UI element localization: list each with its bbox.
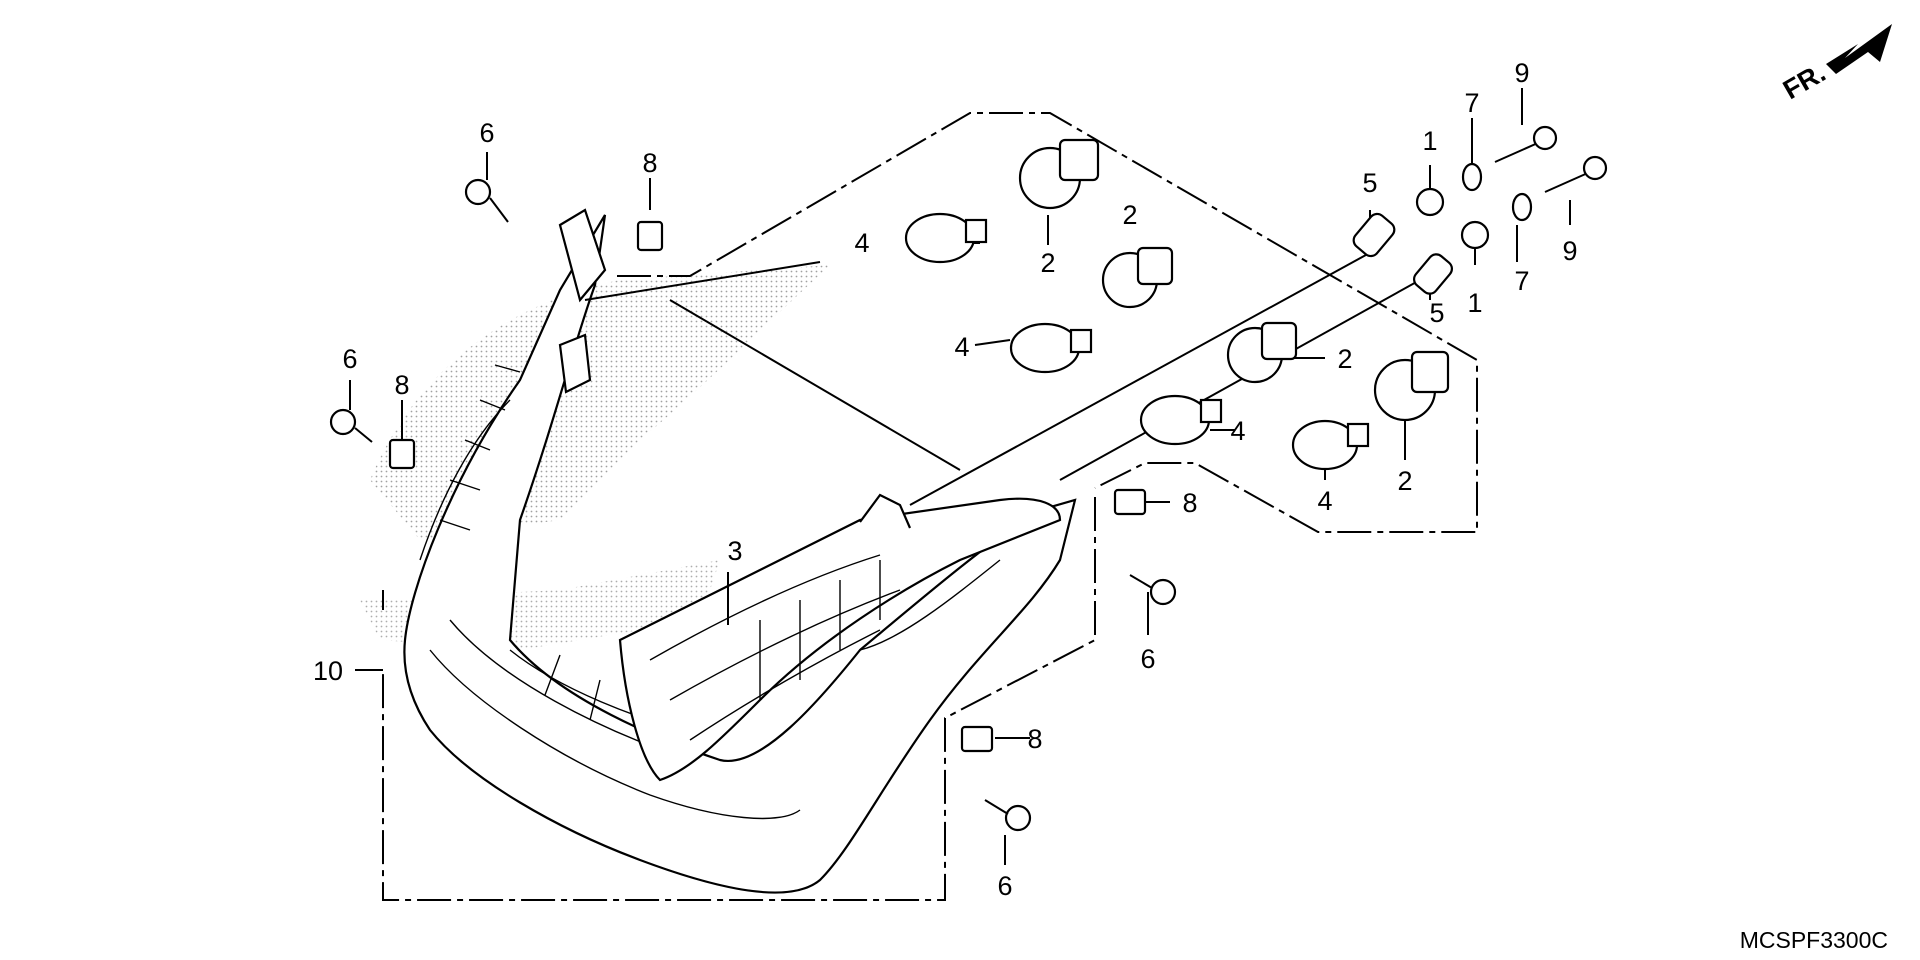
diagram-code: MCSPF3300C (1740, 927, 1888, 953)
socket-top (1018, 138, 1100, 210)
callout-8: 8 (642, 148, 657, 178)
callout-2: 2 (1040, 248, 1055, 278)
callout-10: 10 (313, 656, 343, 686)
screw-a (1494, 125, 1558, 163)
direction-label: FR. (1778, 57, 1831, 105)
clip-bottom (960, 725, 994, 753)
callout-5: 5 (1362, 168, 1377, 198)
bulb-right-b (1291, 419, 1370, 471)
callout-6: 6 (342, 344, 357, 374)
callout-2: 2 (1397, 466, 1412, 496)
left-mount-stay (558, 208, 607, 394)
grommet-a (1352, 212, 1396, 258)
callout-4: 4 (1230, 416, 1245, 446)
callout-1: 1 (1422, 126, 1437, 156)
washer-b (1511, 192, 1533, 222)
socket-right-b (1373, 350, 1450, 422)
front-direction-arrow-icon (1826, 24, 1892, 74)
grommet-b (1412, 253, 1454, 295)
socket-mid (1101, 246, 1174, 309)
group-outline-lower (382, 497, 1096, 901)
collar-b (1460, 220, 1490, 250)
callout-2: 2 (1337, 344, 1352, 374)
callout-2: 2 (1122, 200, 1137, 230)
bulb-top (904, 212, 988, 264)
callout-7: 7 (1464, 88, 1479, 118)
washer-a (1461, 162, 1483, 192)
lens-unit (618, 493, 1062, 782)
clip-top (636, 220, 664, 252)
callout-3: 3 (727, 536, 742, 566)
bolt-left (329, 408, 373, 443)
socket-right-a (1226, 321, 1298, 384)
callout-8: 8 (394, 370, 409, 400)
callout-8: 8 (1182, 488, 1197, 518)
clip-right (1113, 488, 1147, 516)
bolt-right (1129, 574, 1177, 606)
callout-4: 4 (854, 228, 869, 258)
group-outline-upper (617, 112, 1478, 533)
collar-a (1415, 187, 1445, 217)
bolt-bottom (984, 799, 1032, 832)
callout-4: 4 (954, 332, 969, 362)
bulb-mid (1009, 322, 1093, 374)
leader-lines (349, 88, 1571, 865)
bulb-right-a (1139, 394, 1223, 446)
clip-left (388, 438, 416, 470)
callout-8: 8 (1027, 724, 1042, 754)
callout-4: 4 (1317, 486, 1332, 516)
callout-6: 6 (997, 871, 1012, 901)
callout-5: 5 (1429, 298, 1444, 328)
callout-6: 6 (1140, 644, 1155, 674)
callout-1: 1 (1467, 288, 1482, 318)
screw-b (1544, 155, 1608, 193)
callout-9: 9 (1514, 58, 1529, 88)
callout-9: 9 (1562, 236, 1577, 266)
callout-6: 6 (479, 118, 494, 148)
callout-7: 7 (1514, 266, 1529, 296)
bolt-top-left (464, 178, 509, 223)
